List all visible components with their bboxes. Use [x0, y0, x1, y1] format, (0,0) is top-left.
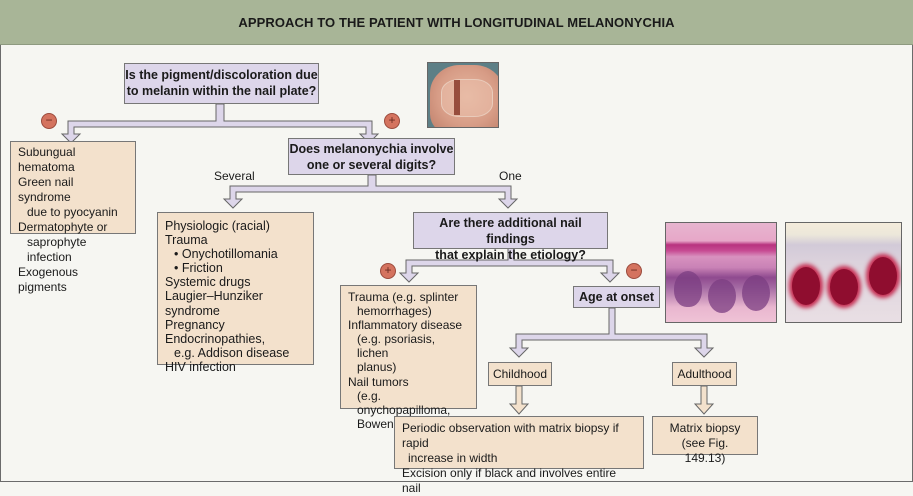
list-item: (e.g. onychopapilloma,	[357, 388, 451, 417]
list-item: • Friction	[174, 261, 223, 276]
explained-etiology-box: Trauma (e.g. splinter hemorrhages) Infla…	[340, 285, 477, 431]
figure-header: APPROACH TO THE PATIENT WITH LONGITUDINA…	[0, 0, 913, 45]
list-item: Excision only if black and involves enti…	[402, 466, 617, 495]
adulthood-management-box: Matrix biopsy (see Fig. 149.13)	[652, 416, 758, 465]
list-item: Nail tumors	[348, 374, 409, 389]
list-item: Pregnancy	[165, 317, 225, 332]
plus-sign-icon: +	[380, 263, 396, 279]
connector-q3	[398, 247, 621, 283]
list-item: Laugier–Hunziker syndrome	[165, 289, 263, 318]
list-item: saprophyte infection	[27, 235, 87, 264]
list-item: HIV infection	[165, 359, 236, 374]
list-item: hemorrhages)	[357, 304, 432, 319]
list-item: Subungual hematoma	[18, 145, 76, 174]
question-age-at-onset: Age at onset	[573, 286, 660, 308]
childhood-management-box: Periodic observation with matrix biopsy …	[394, 416, 644, 495]
list-item: planus)	[357, 360, 397, 375]
list-item: • Onychotillomania	[174, 247, 278, 262]
q2-line: one or several digits?	[306, 158, 437, 172]
connector-q2	[222, 174, 519, 209]
q3-line: Are there additional nail findings	[439, 216, 582, 246]
list-item: Physiologic (racial)	[165, 219, 270, 233]
list-item: Exogenous pigments	[18, 265, 79, 294]
histology-ihc-image	[785, 222, 902, 323]
list-item: Trauma	[165, 233, 208, 248]
q1-line: Is the pigment/discoloration due	[125, 68, 318, 82]
list-item: Inflammatory disease	[348, 318, 463, 333]
nail-photo	[427, 62, 499, 128]
connector-adulthood	[693, 385, 715, 415]
adulthood-box: Adulthood	[672, 362, 737, 386]
connector-q1	[60, 103, 380, 144]
list-item: Trauma (e.g. splinter	[348, 290, 459, 304]
list-item: e.g. Addison disease	[174, 345, 290, 360]
list-item: Matrix biopsy	[669, 421, 741, 435]
several-digits-causes-box: Physiologic (racial) Trauma • Onychotill…	[157, 212, 314, 374]
childhood-box: Childhood	[488, 362, 552, 386]
minus-sign-icon: −	[41, 113, 57, 129]
connector-childhood	[508, 385, 530, 415]
histology-he-image	[665, 222, 777, 323]
figure-title: APPROACH TO THE PATIENT WITH LONGITUDINA…	[238, 14, 675, 30]
non-melanin-causes-box: Subungual hematoma Green nail syndrome d…	[10, 141, 136, 294]
list-item: Endocrinopathies,	[165, 331, 266, 346]
q2-line: Does melanonychia involve	[289, 142, 454, 156]
question-digits-involved: Does melanonychia involve one or several…	[288, 138, 455, 175]
question-pigment-melanin: Is the pigment/discoloration due to mela…	[124, 63, 319, 104]
q1-line: to melanin within the nail plate?	[126, 84, 317, 98]
edge-label-one: One	[499, 169, 522, 183]
connector-q4	[508, 307, 715, 358]
q3-line: that explain the etiology?	[435, 248, 586, 262]
list-item: Green nail syndrome	[18, 175, 74, 204]
question-additional-findings: Are there additional nail findings that …	[413, 212, 608, 262]
q4-line: Age at onset	[578, 290, 654, 304]
connectors	[60, 103, 715, 415]
list-item: increase in width	[408, 451, 498, 465]
list-item: Dermatophyte or	[18, 220, 108, 234]
list-item: (see Fig. 149.13)	[681, 436, 729, 465]
list-item: due to pyocyanin	[27, 205, 118, 219]
list-item: Systemic drugs	[165, 275, 251, 290]
edge-label-several: Several	[214, 169, 255, 183]
list-item: Periodic observation with matrix biopsy …	[402, 421, 619, 450]
plus-sign-icon: +	[384, 113, 400, 129]
list-item: (e.g. psoriasis, lichen	[357, 332, 436, 361]
minus-sign-icon: −	[626, 263, 642, 279]
